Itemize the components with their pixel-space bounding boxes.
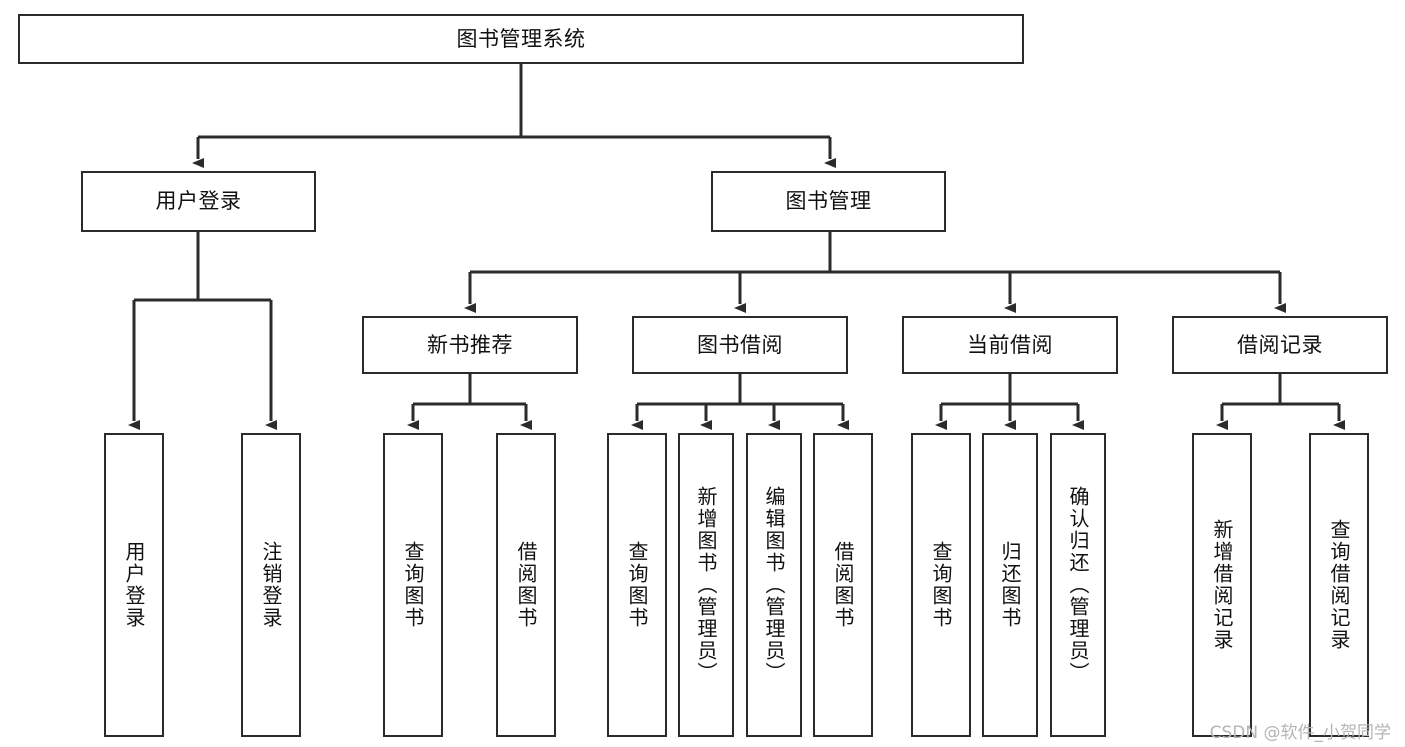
leaf-label: 确认归还（管理员） bbox=[1066, 486, 1090, 684]
leaf-new-book-query[interactable]: 查询图书 bbox=[383, 433, 443, 737]
node-book-management-label: 图书管理 bbox=[785, 189, 872, 214]
node-book-borrow-label: 图书借阅 bbox=[697, 332, 783, 357]
watermark: CSDN @软件_小贺同学 bbox=[1209, 723, 1391, 743]
leaf-label: 查询图书 bbox=[401, 541, 425, 629]
leaf-label: 注销登录 bbox=[259, 541, 283, 629]
leaf-current-borrow-confirm[interactable]: 确认归还（管理员） bbox=[1050, 433, 1106, 737]
leaf-label: 借阅图书 bbox=[514, 541, 538, 629]
leaf-user-login-login[interactable]: 用户登录 bbox=[104, 433, 164, 737]
leaf-label: 新增图书（管理员） bbox=[694, 486, 718, 684]
leaf-label: 查询图书 bbox=[625, 541, 649, 629]
node-current-borrow-label: 当前借阅 bbox=[967, 332, 1053, 357]
leaf-book-borrow-query[interactable]: 查询图书 bbox=[607, 433, 667, 737]
leaf-label: 查询借阅记录 bbox=[1327, 519, 1351, 651]
leaf-borrow-record-add[interactable]: 新增借阅记录 bbox=[1192, 433, 1252, 737]
leaf-new-book-borrow[interactable]: 借阅图书 bbox=[496, 433, 556, 737]
leaf-label: 编辑图书（管理员） bbox=[762, 486, 786, 684]
node-new-book-recommend[interactable]: 新书推荐 bbox=[362, 316, 578, 374]
leaf-current-borrow-query[interactable]: 查询图书 bbox=[911, 433, 971, 737]
node-new-book-recommend-label: 新书推荐 bbox=[427, 332, 513, 357]
leaf-label: 查询图书 bbox=[929, 541, 953, 629]
leaf-book-borrow-borrow[interactable]: 借阅图书 bbox=[813, 433, 873, 737]
node-root-label: 图书管理系统 bbox=[456, 26, 586, 51]
node-user-login[interactable]: 用户登录 bbox=[81, 171, 316, 232]
node-user-login-label: 用户登录 bbox=[155, 189, 242, 214]
leaf-user-login-logout[interactable]: 注销登录 bbox=[241, 433, 301, 737]
leaf-label: 归还图书 bbox=[998, 541, 1022, 629]
node-book-borrow[interactable]: 图书借阅 bbox=[632, 316, 848, 374]
node-book-management[interactable]: 图书管理 bbox=[711, 171, 946, 232]
node-borrow-record-label: 借阅记录 bbox=[1237, 332, 1323, 357]
leaf-label: 用户登录 bbox=[122, 541, 146, 629]
leaf-book-borrow-add[interactable]: 新增图书（管理员） bbox=[678, 433, 734, 737]
node-root[interactable]: 图书管理系统 bbox=[18, 14, 1024, 64]
leaf-current-borrow-return[interactable]: 归还图书 bbox=[982, 433, 1038, 737]
leaf-book-borrow-edit[interactable]: 编辑图书（管理员） bbox=[746, 433, 802, 737]
node-current-borrow[interactable]: 当前借阅 bbox=[902, 316, 1118, 374]
leaf-label: 借阅图书 bbox=[831, 541, 855, 629]
leaf-borrow-record-query[interactable]: 查询借阅记录 bbox=[1309, 433, 1369, 737]
leaf-label: 新增借阅记录 bbox=[1210, 519, 1234, 651]
node-borrow-record[interactable]: 借阅记录 bbox=[1172, 316, 1388, 374]
